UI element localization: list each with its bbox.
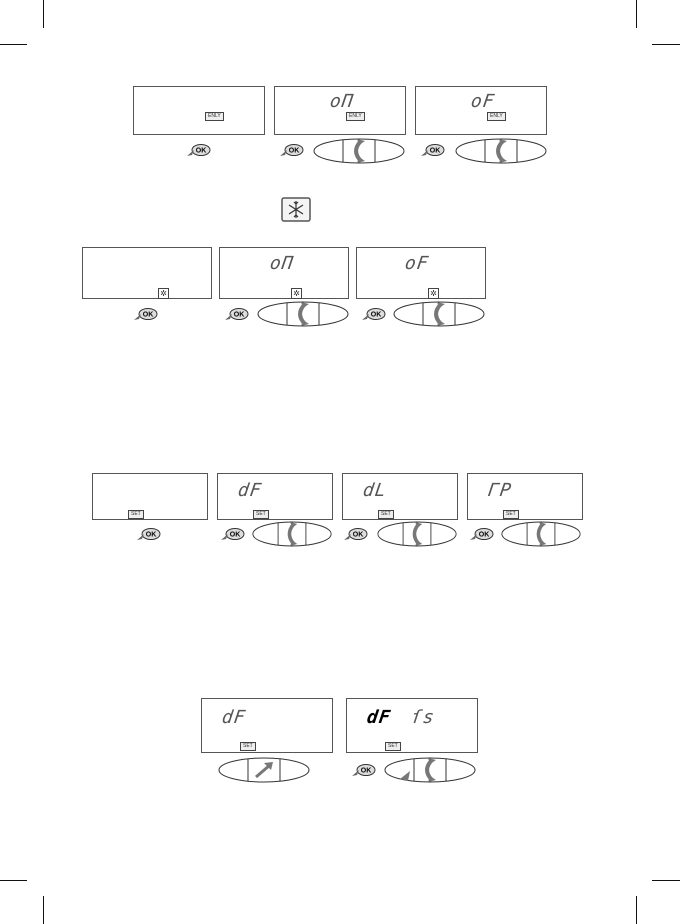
display-value: oП — [329, 93, 355, 111]
set-label: SET — [128, 510, 144, 519]
display-value: oF — [404, 255, 430, 273]
display-value: oF — [470, 93, 496, 111]
snowflake-icon — [281, 197, 311, 222]
ok-label: OK — [146, 532, 157, 539]
ok-button-icon: OK — [420, 143, 445, 157]
rotary-dial-icon — [455, 138, 547, 164]
ok-button-icon: OK — [224, 307, 249, 321]
display-value: dF — [237, 482, 263, 500]
rotary-dial-icon — [384, 757, 476, 783]
ok-button-icon: OK — [220, 527, 245, 541]
lcd-display: SET — [92, 473, 208, 520]
ok-button-icon: OK — [351, 763, 376, 777]
rotary-dial-icon — [377, 521, 457, 547]
lcd-display: ENLY — [133, 86, 265, 135]
rotary-dial-icon — [257, 301, 349, 327]
rotary-dial-icon — [501, 521, 581, 547]
lcd-display: oF ✲ — [356, 247, 486, 299]
ok-label: OK — [196, 148, 207, 155]
set-label: SET — [503, 510, 519, 519]
lcd-display: dL SET — [342, 473, 458, 520]
lcd-display: oF ENLY — [415, 86, 547, 135]
crop-mark — [43, 896, 44, 924]
ok-button-icon: OK — [343, 527, 368, 541]
lcd-display: dF ſs SET — [346, 698, 478, 753]
crop-mark — [652, 44, 680, 45]
mode-label: ENLY — [487, 112, 506, 121]
mode-label: ENLY — [346, 112, 365, 121]
ok-label: OK — [371, 312, 382, 319]
rotary-dial-icon — [218, 757, 310, 783]
set-label: SET — [240, 742, 256, 751]
display-value: dF — [366, 709, 392, 727]
set-label: SET — [385, 742, 401, 751]
lcd-display: dF SET — [201, 698, 333, 753]
set-label: SET — [253, 510, 269, 519]
ok-label: OK — [479, 532, 490, 539]
snowflake-icon: ✲ — [428, 288, 439, 299]
secondary-value: ſs — [410, 709, 436, 727]
crop-mark — [43, 0, 44, 28]
lcd-display: oП ✲ — [219, 247, 349, 299]
ok-button-icon: OK — [279, 143, 304, 157]
crop-mark — [0, 44, 27, 45]
display-value: dL — [362, 482, 388, 500]
rotary-dial-icon — [252, 521, 332, 547]
ok-label: OK — [289, 148, 300, 155]
ok-button-icon: OK — [186, 143, 211, 157]
ok-label: OK — [353, 532, 364, 539]
crop-mark — [636, 896, 637, 924]
ok-button-icon: OK — [361, 307, 386, 321]
set-label: SET — [378, 510, 394, 519]
lcd-display: ✲ — [82, 247, 212, 299]
mode-label: ENLY — [205, 112, 224, 121]
ok-label: OK — [234, 312, 245, 319]
snowflake-icon: ✲ — [291, 288, 302, 299]
rotary-dial-icon — [313, 138, 405, 164]
ok-label: OK — [361, 768, 372, 775]
ok-button-icon: OK — [136, 527, 161, 541]
display-value: ГP — [487, 482, 513, 500]
ok-button-icon: OK — [469, 527, 494, 541]
lcd-display: oП ENLY — [274, 86, 406, 135]
crop-mark — [636, 0, 637, 28]
ok-label: OK — [430, 148, 441, 155]
lcd-display: ГP SET — [467, 473, 583, 520]
crop-mark — [0, 880, 27, 881]
lcd-display: dF SET — [217, 473, 333, 520]
snowflake-icon: ✲ — [158, 288, 169, 299]
ok-label: OK — [230, 532, 241, 539]
crop-mark — [652, 880, 680, 881]
ok-label: OK — [143, 312, 154, 319]
display-value: oП — [269, 255, 295, 273]
display-value: dF — [221, 709, 247, 727]
rotary-dial-icon — [393, 301, 485, 327]
ok-button-icon: OK — [133, 307, 158, 321]
